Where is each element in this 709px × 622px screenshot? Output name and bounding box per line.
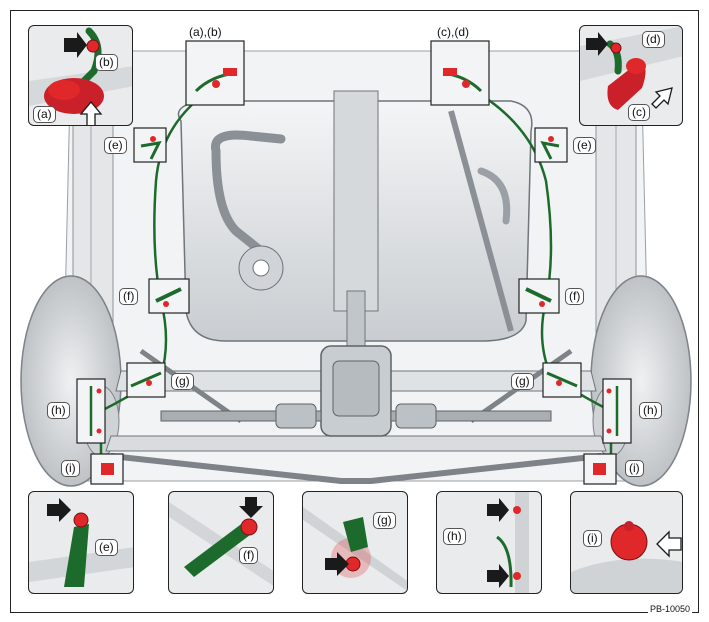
label-g-left: (g) (171, 373, 194, 390)
location-box-ab (185, 40, 245, 106)
label-i-left: (i) (61, 460, 80, 477)
inset-h: (h) (436, 491, 542, 594)
label-i-right: (i) (625, 460, 644, 477)
location-box-cd (430, 40, 490, 106)
arrow-outline-icon (651, 87, 673, 109)
inset-i: (i) (570, 491, 683, 594)
figure-frame: (b) (a) (d) (c) (e) (10, 10, 699, 614)
label-ab: (a),(b) (187, 25, 224, 39)
arrow-solid-icon (586, 32, 608, 56)
arrow-solid-icon (239, 497, 263, 518)
label-f-left: (f) (119, 288, 139, 305)
callout-d: (d) (642, 31, 665, 48)
callout-g-detail: (g) (373, 512, 396, 529)
callout-a: (a) (33, 106, 56, 123)
label-cd: (c),(d) (435, 25, 471, 39)
reference-code: PB-10050 (647, 604, 692, 614)
inset-f: (f) (168, 491, 274, 594)
callout-f-detail: (f) (239, 547, 259, 564)
label-h-right: (h) (639, 402, 662, 419)
arrow-solid-icon (47, 498, 71, 522)
callout-e-detail: (e) (95, 539, 118, 556)
undercarriage-illustration (20, 40, 692, 487)
label-e-right: (e) (573, 137, 596, 154)
arrow-outline-icon (79, 100, 103, 125)
label-f-right: (f) (565, 288, 585, 305)
arrow-outline-icon (656, 530, 682, 558)
callout-b: (b) (95, 54, 118, 71)
label-e-left: (e) (104, 137, 127, 154)
inset-g: (g) (302, 491, 408, 594)
arrow-solid-icon (487, 564, 509, 588)
callout-h-detail: (h) (443, 528, 466, 545)
arrow-solid-icon (325, 552, 349, 576)
callout-i-detail: (i) (583, 530, 602, 547)
label-h-left: (h) (47, 402, 70, 419)
arrow-solid-icon (64, 32, 87, 58)
inset-e: (e) (28, 491, 134, 594)
callout-c: (c) (628, 104, 650, 121)
arrow-solid-icon (487, 498, 509, 522)
label-g-right: (g) (511, 373, 534, 390)
inset-a-b: (b) (a) (28, 25, 133, 126)
inset-c-d: (d) (c) (579, 25, 683, 126)
